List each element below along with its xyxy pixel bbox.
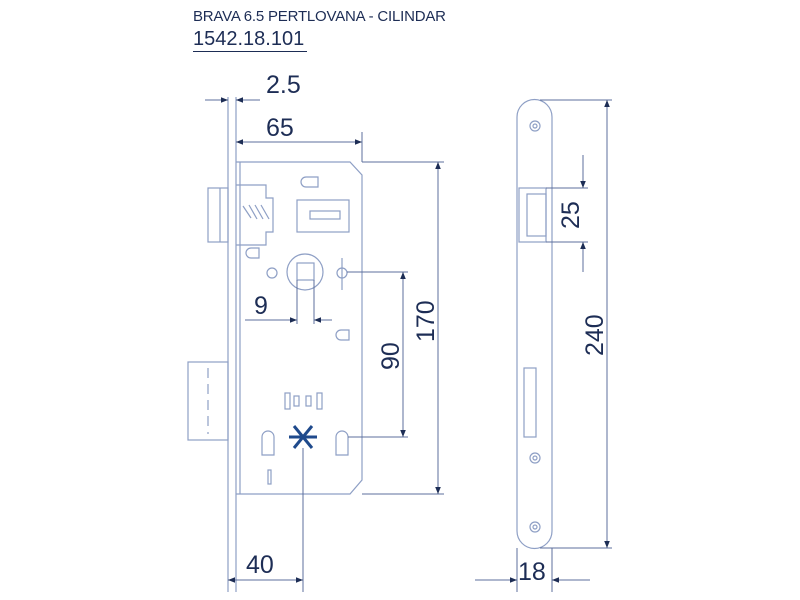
lock-body xyxy=(236,161,363,495)
dim-body-height: 170 xyxy=(412,300,440,342)
side-dimensions: 25 240 18 xyxy=(475,99,612,592)
dim-latch-height: 25 xyxy=(557,201,585,229)
product-code: 1542.18.101 xyxy=(193,27,308,52)
cylinder-icon xyxy=(289,425,317,449)
deadbolt xyxy=(187,361,229,441)
dim-faceplate-thickness: 2.5 xyxy=(266,71,301,99)
dim-center-distance: 90 xyxy=(377,342,405,370)
front-dimensions: 2.5 65 9 90 170 40 xyxy=(205,71,444,592)
dim-faceplate-width: 18 xyxy=(518,558,546,586)
follower xyxy=(286,253,324,291)
latch-bolt xyxy=(207,187,229,243)
dim-faceplate-length: 240 xyxy=(581,314,609,356)
dim-body-backset: 65 xyxy=(266,114,294,142)
lock-front-view xyxy=(187,97,363,592)
dim-follower-square: 9 xyxy=(254,292,268,320)
product-title: BRAVA 6.5 PERTLOVANA - CILINDAR xyxy=(193,8,446,25)
dim-backset: 40 xyxy=(246,551,274,579)
faceplate-side-view xyxy=(516,98,553,550)
